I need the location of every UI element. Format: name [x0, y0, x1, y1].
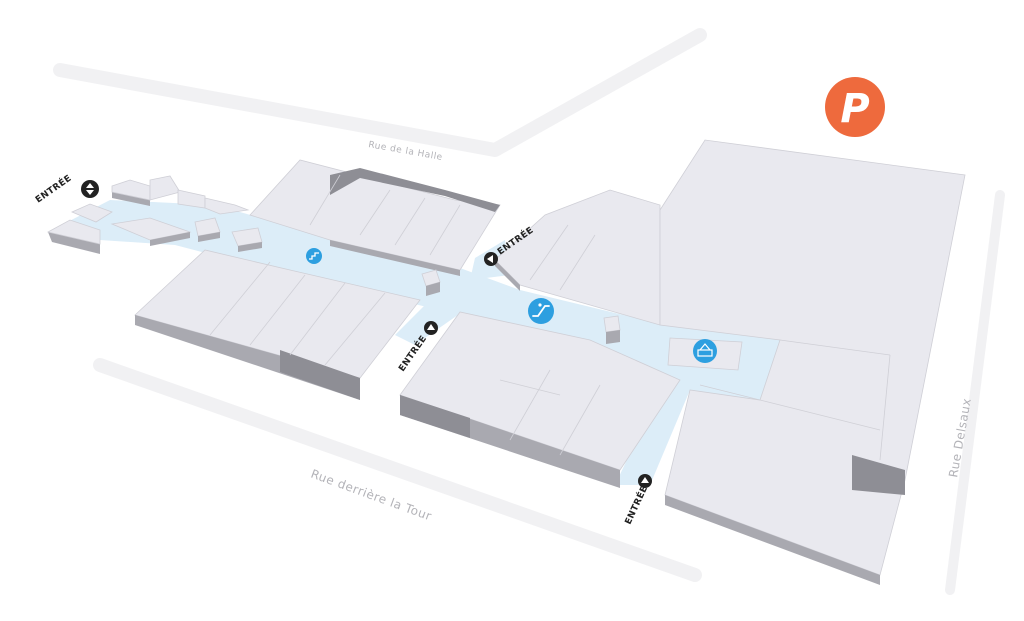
roads: [53, 28, 1005, 595]
building-east-north: [494, 189, 661, 326]
parking-label: P: [840, 86, 869, 132]
information-desk-icon: [693, 339, 717, 363]
building-west-cluster: [46, 175, 263, 254]
building-southwest: [134, 249, 421, 400]
information-desk-poi[interactable]: [693, 339, 717, 363]
entrance-label: ENTRÉE: [622, 484, 650, 527]
stairs-poi[interactable]: [306, 248, 322, 264]
parking-marker[interactable]: P: [825, 77, 885, 137]
building-south-center: [399, 311, 681, 488]
building-north: [249, 159, 501, 276]
entrance-west[interactable]: ENTRÉE: [33, 172, 99, 206]
up-down-arrow-icon: [81, 180, 99, 198]
building-east-large: [659, 139, 966, 585]
kiosk-blocks: [421, 269, 621, 344]
entrance-label: ENTRÉE: [33, 172, 74, 206]
escalator-poi[interactable]: [528, 298, 554, 324]
parking-icon: [825, 77, 885, 137]
